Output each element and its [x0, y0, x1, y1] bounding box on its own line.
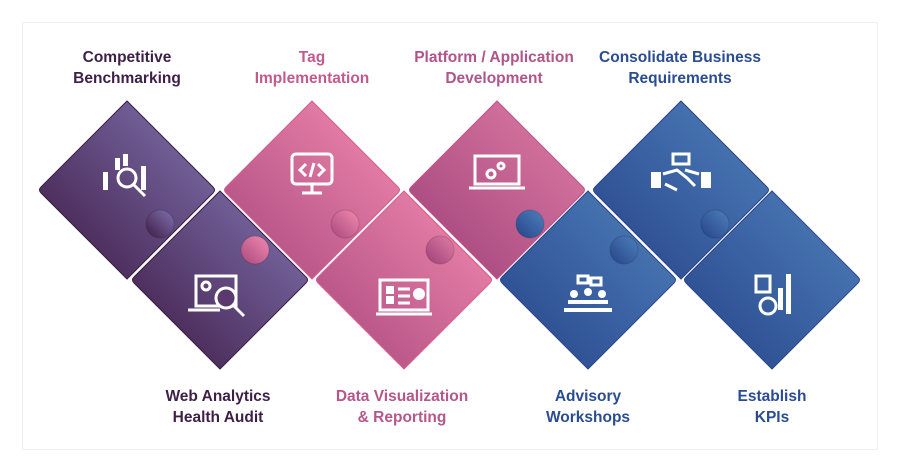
piece-competitive-benchmarking: [39, 100, 215, 280]
laptop-audit-icon: [188, 274, 246, 318]
label-line: Benchmarking: [73, 70, 181, 87]
label-line: Requirements: [628, 70, 732, 87]
puzzle-knob: [145, 209, 175, 239]
kpi-chart-icon: [754, 274, 791, 316]
workshop-people-icon: [564, 274, 612, 312]
label-line: Data Visualization: [335, 388, 469, 405]
label-line: Consolidate Business: [599, 49, 761, 66]
puzzle-knob: [240, 235, 270, 265]
label-line: Web Analytics: [165, 388, 271, 405]
label-line: Competitive: [82, 49, 172, 66]
label-line: Development: [445, 70, 543, 87]
piece-consolidate-business-requirements: [593, 100, 769, 280]
analytics-magnifier-icon: [103, 154, 147, 198]
puzzle-knob: [330, 209, 360, 239]
code-monitor-icon: [290, 152, 334, 195]
puzzle-knob: [515, 209, 545, 239]
diagram-frame: [22, 22, 878, 450]
puzzle-knob: [425, 235, 455, 265]
piece-platform-application-development: [409, 100, 585, 280]
puzzle-knob: [700, 209, 730, 239]
laptop-gears-icon: [469, 154, 525, 190]
label-data-visualization-reporting: Data Visualization & Reporting: [302, 386, 502, 428]
label-line: Workshops: [545, 409, 631, 426]
label-line: Platform / Application: [414, 49, 574, 66]
label-line: Health Audit: [172, 409, 264, 426]
label-line: Establish: [737, 388, 807, 405]
label-line: KPIs: [754, 409, 790, 426]
piece-establish-kpis: [684, 190, 860, 370]
piece-web-analytics-health-audit: [132, 190, 308, 370]
dashboard-laptop-icon: [376, 278, 432, 316]
handshake-icon: [651, 152, 711, 192]
label-line: Implementation: [254, 70, 370, 87]
label-line: Tag: [298, 49, 326, 66]
label-line: & Reporting: [357, 409, 447, 426]
puzzle-knob: [609, 235, 639, 265]
label-line: Advisory: [554, 388, 622, 405]
